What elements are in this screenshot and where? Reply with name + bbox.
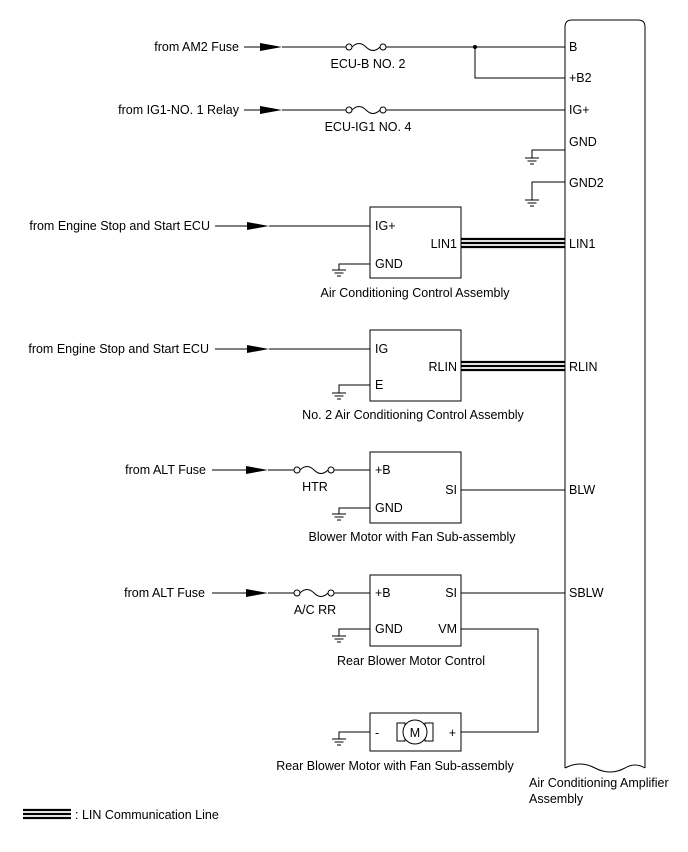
ac-control2-pin-e: E [375, 378, 383, 392]
ground-icon [331, 269, 347, 277]
source-engine-ecu-1: from Engine Stop and Start ECU [29, 219, 210, 233]
fuse-acrr-icon [293, 589, 335, 597]
am2-circuit: from AM2 Fuse ECU-B NO. 2 B +B2 [154, 40, 591, 85]
lin-line-legend-icon [23, 808, 71, 820]
ground-icon [331, 635, 347, 643]
rear-control-pin-b: +B [375, 586, 391, 600]
source-alt-2: from ALT Fuse [124, 586, 205, 600]
ground-icon [331, 738, 347, 746]
ac-control2-pin-ig: IG [375, 342, 388, 356]
rear-motor-name: Rear Blower Motor with Fan Sub-assembly [276, 759, 514, 773]
ac-control2-pin-lin: RLIN [429, 360, 457, 374]
rear-motor-minus: - [375, 726, 379, 740]
rear-blower-control-assembly: from ALT Fuse A/C RR +B SI GND VM SBLW R… [124, 574, 604, 733]
ac-control2-box [369, 329, 462, 402]
ground-icon [331, 392, 347, 400]
blower-pin-si: SI [445, 483, 457, 497]
blower-name: Blower Motor with Fan Sub-assembly [308, 530, 516, 544]
fuse-htr-label: HTR [302, 480, 328, 494]
rear-motor-plus: + [449, 726, 456, 740]
source-ig1: from IG1-NO. 1 Relay [118, 103, 240, 117]
fuse-htr-icon [293, 466, 335, 474]
motor-label: M [410, 726, 420, 740]
blower-pin-b: +B [375, 463, 391, 477]
fuse-acrr-label: A/C RR [294, 603, 336, 617]
pin-rlin: RLIN [569, 360, 597, 374]
rear-control-pin-vm: VM [438, 622, 457, 636]
lin1-bus-line [461, 237, 565, 249]
ac-control-pin-gnd: GND [375, 257, 403, 271]
source-alt-1: from ALT Fuse [125, 463, 206, 477]
rlin-bus-line [461, 360, 565, 372]
ground-icon [524, 157, 540, 165]
pin-b: B [569, 40, 577, 54]
rear-control-pin-si: SI [445, 586, 457, 600]
amp-ground-circuit: GND GND2 [524, 135, 604, 207]
fuse-ecuig1-label: ECU-IG1 NO. 4 [325, 120, 412, 134]
pin-lin1: LIN1 [569, 237, 595, 251]
pin-igp: IG+ [569, 103, 590, 117]
fuse-ecuig1-icon [345, 106, 387, 114]
arrow-engine-1 [247, 222, 269, 230]
rear-control-pin-gnd: GND [375, 622, 403, 636]
ac-control-name: Air Conditioning Control Assembly [321, 286, 511, 300]
ac-control-pin-ig: IG+ [375, 219, 396, 233]
ac-control-pin-lin: LIN1 [431, 237, 457, 251]
pin-gnd2: GND2 [569, 176, 604, 190]
ground-icon [524, 199, 540, 207]
amplifier-name-line1: Air Conditioning Amplifier [529, 776, 669, 790]
ac-control-box [369, 206, 462, 279]
motor-icon [396, 719, 434, 745]
pin-b2: +B2 [569, 71, 592, 85]
ac-control2-name: No. 2 Air Conditioning Control Assembly [302, 408, 524, 422]
ac-control-assembly: from Engine Stop and Start ECU IG+ GND L… [29, 206, 595, 300]
ac-control2-assembly: from Engine Stop and Start ECU IG E RLIN… [28, 329, 597, 422]
source-engine-ecu-2: from Engine Stop and Start ECU [28, 342, 209, 356]
arrow-engine-2 [247, 345, 269, 353]
fuse-ecub-icon [345, 43, 387, 51]
source-am2: from AM2 Fuse [154, 40, 239, 54]
blower-pin-gnd: GND [375, 501, 403, 515]
blower-box [369, 451, 462, 524]
blower-motor-assembly: from ALT Fuse HTR +B SI GND BLW Blower M… [125, 451, 595, 544]
arrow-alt-2 [246, 589, 268, 597]
legend-text: : LIN Communication Line [75, 808, 219, 822]
ground-icon [331, 513, 347, 521]
ig1-circuit: from IG1-NO. 1 Relay ECU-IG1 NO. 4 IG+ [118, 103, 589, 134]
arrow-ig1 [260, 106, 282, 114]
pin-gnd: GND [569, 135, 597, 149]
pin-blw: BLW [569, 483, 595, 497]
amplifier-name-line2: Assembly [529, 792, 584, 806]
arrow-alt-1 [246, 466, 268, 474]
pin-sblw: SBLW [569, 586, 604, 600]
fuse-ecub-label: ECU-B NO. 2 [330, 57, 405, 71]
rear-control-name: Rear Blower Motor Control [337, 654, 485, 668]
amplifier-assembly: Air Conditioning Amplifier Assembly [529, 19, 669, 806]
legend: : LIN Communication Line [23, 808, 219, 822]
arrow-am2 [260, 43, 282, 51]
rear-blower-motor-assembly: - + M Rear Blower Motor with Fan Sub-ass… [276, 712, 515, 773]
rear-control-box [369, 574, 462, 647]
